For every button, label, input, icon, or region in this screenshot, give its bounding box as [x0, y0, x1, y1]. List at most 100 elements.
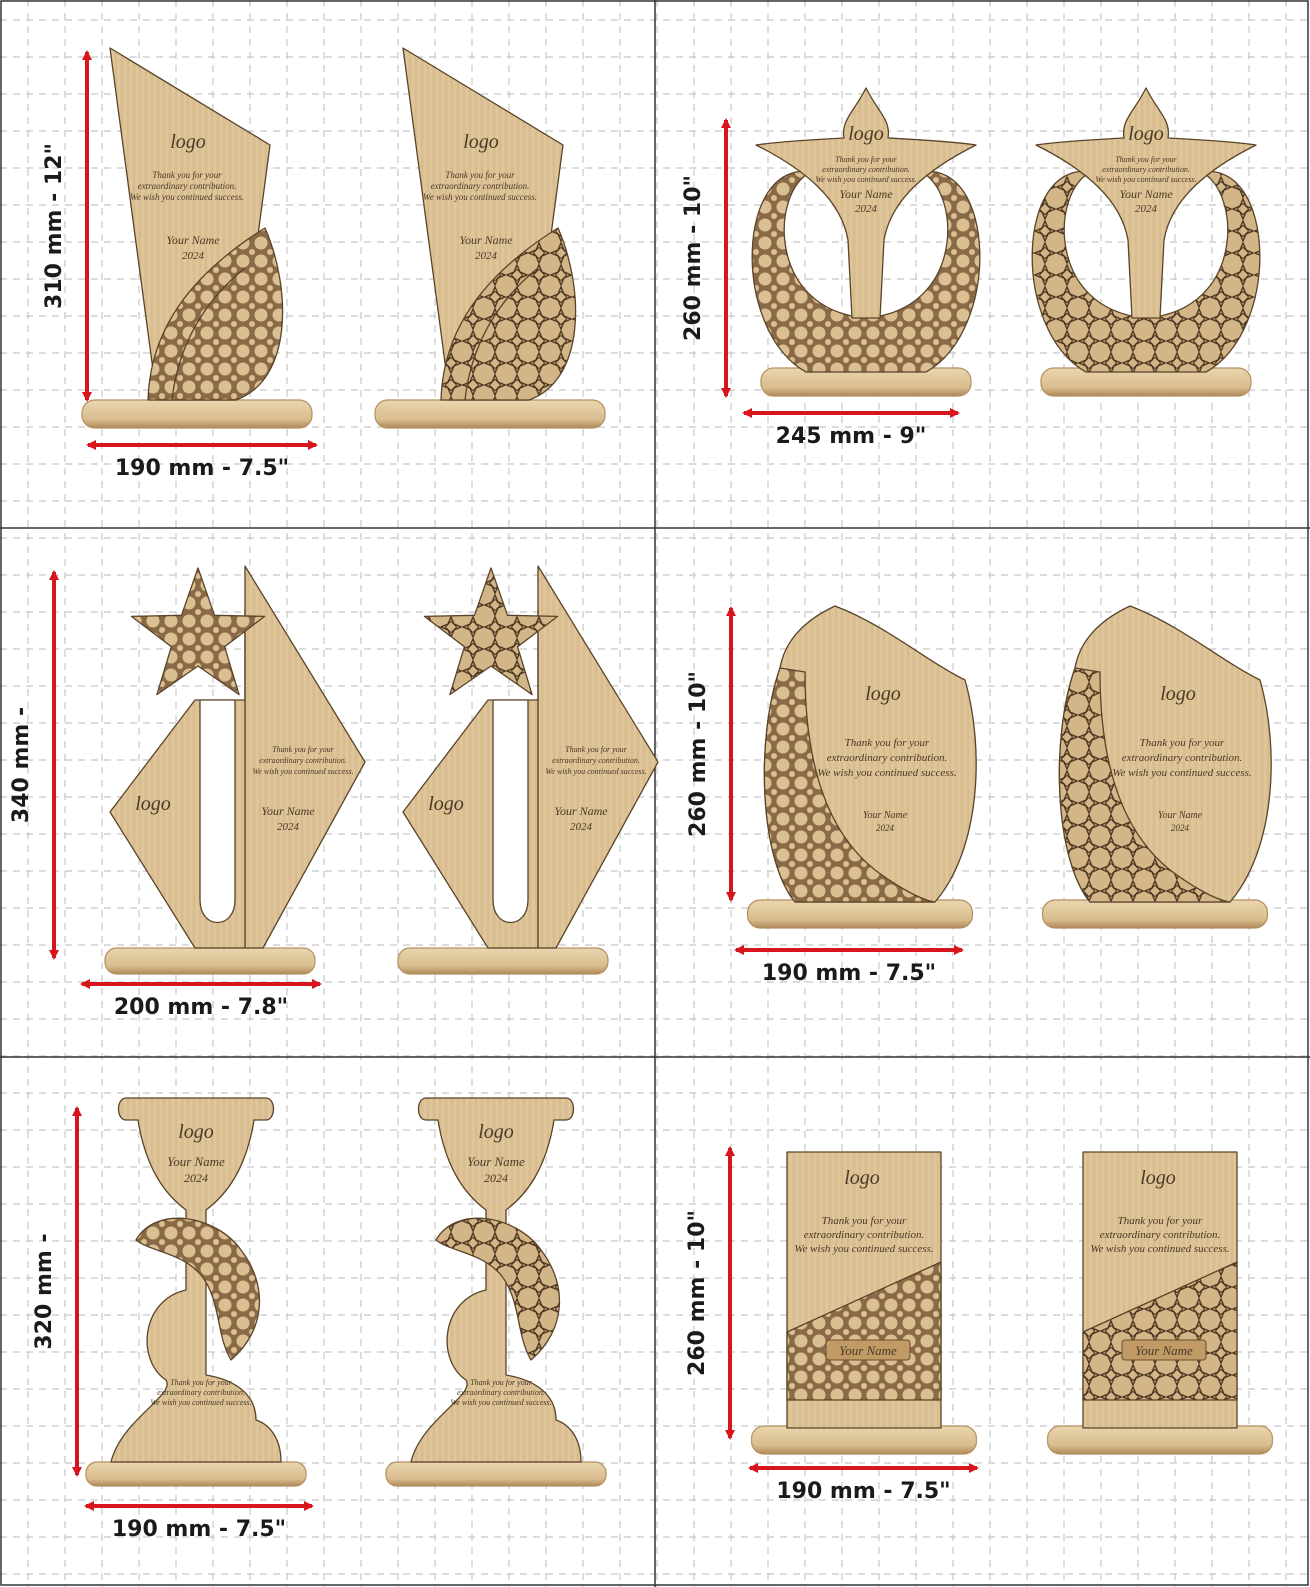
- thank-you-line: We wish you continued success.: [545, 767, 646, 776]
- plaque-logo: logo: [844, 1167, 880, 1189]
- plaque-logo: logo: [865, 683, 901, 705]
- width-label: 190 mm - 7.5": [762, 961, 936, 986]
- plaque-logo: logo: [1140, 1167, 1176, 1189]
- lattice-star: [423, 567, 559, 696]
- thank-you-line: extraordinary contribution.: [138, 181, 237, 191]
- width-label: 190 mm - 7.5": [115, 456, 289, 481]
- plaque-logo: logo: [848, 123, 884, 145]
- lattice-wedge: [1082, 1261, 1238, 1401]
- height-label: 260 mm - 10": [685, 1210, 710, 1376]
- thank-you-line: We wish you continued success.: [130, 192, 244, 202]
- thank-you-line: extraordinary contribution.: [827, 752, 948, 764]
- plaque-name: Your Name: [554, 804, 608, 818]
- height-label: 320 mm -: [32, 1233, 57, 1349]
- thank-you-line: We wish you continued success.: [817, 767, 956, 779]
- lattice-star: [130, 567, 266, 696]
- plaque-year: 2024: [1135, 203, 1158, 215]
- name-plate: [825, 1339, 911, 1361]
- plaque-name: Your Name: [839, 1343, 897, 1358]
- plaque-name: Your Name: [863, 810, 908, 821]
- thank-you-line: Thank you for your: [1118, 1215, 1203, 1227]
- plaque-year: 2024: [184, 1171, 208, 1185]
- thank-you-line: Thank you for your: [170, 1378, 232, 1387]
- plaque-logo: logo: [178, 1121, 214, 1143]
- thank-you-line: extraordinary contribution.: [1122, 752, 1243, 764]
- name-plate: [1121, 1339, 1207, 1361]
- thank-you-line: Thank you for your: [565, 745, 627, 754]
- width-label: 200 mm - 7.8": [114, 995, 288, 1020]
- trophy-base: [1041, 899, 1269, 929]
- trophy-base: [1046, 1425, 1274, 1455]
- width-label: 190 mm - 7.5": [112, 1517, 286, 1542]
- lattice-crescent: [763, 667, 936, 903]
- lattice-ribbon: [135, 1217, 261, 1361]
- plaque-name: Your Name: [261, 804, 315, 818]
- thank-you-line: extraordinary contribution.: [259, 756, 347, 765]
- thank-you-line: Thank you for your: [845, 737, 930, 749]
- plaque-year: 2024: [1171, 823, 1190, 833]
- plaque-logo: logo: [1160, 683, 1196, 705]
- thank-you-line: We wish you continued success.: [450, 1398, 551, 1407]
- slot-cutout: [492, 699, 529, 924]
- plaque-logo: logo: [428, 793, 464, 815]
- thank-you-line: extraordinary contribution.: [552, 756, 640, 765]
- thank-you-line: Thank you for your: [152, 170, 222, 180]
- thank-you-line: Thank you for your: [822, 1215, 907, 1227]
- thank-you-line: extraordinary contribution.: [431, 181, 530, 191]
- plaque-name: Your Name: [839, 187, 893, 201]
- lattice-ribbon: [435, 1217, 561, 1361]
- plaque-logo: logo: [135, 793, 171, 815]
- height-label: 260 mm - 10": [686, 671, 711, 837]
- plaque-year: 2024: [855, 203, 878, 215]
- plaque-tulip: [755, 87, 977, 319]
- trophy-base: [104, 947, 316, 975]
- thank-you-line: extraordinary contribution.: [457, 1388, 545, 1397]
- plaque-name: Your Name: [459, 233, 513, 247]
- lattice-swoosh: [171, 267, 246, 401]
- lattice-swoosh: [464, 267, 539, 401]
- plaque-name: Your Name: [1135, 1343, 1193, 1358]
- plaque-year: 2024: [876, 823, 895, 833]
- plaque-logo: logo: [1128, 123, 1164, 145]
- thank-you-line: Thank you for your: [272, 745, 334, 754]
- dimension-annotations: 310 mm - 12"190 mm - 7.5"260 mm - 10"245…: [9, 50, 979, 1542]
- lattice-wedge: [786, 1261, 942, 1401]
- thank-you-line: Thank you for your: [835, 155, 897, 164]
- thank-you-line: We wish you continued success.: [252, 767, 353, 776]
- thank-you-line: extraordinary contribution.: [1100, 1229, 1221, 1241]
- thank-you-line: Thank you for your: [1115, 155, 1177, 164]
- thank-you-line: We wish you continued success.: [1112, 767, 1251, 779]
- plaque-year: 2024: [277, 821, 300, 833]
- plaque-logo: logo: [170, 131, 206, 153]
- trophy-star: logo Thank you for your extraordinary cont…: [104, 565, 366, 975]
- thank-you-line: We wish you continued success.: [150, 1398, 251, 1407]
- thank-you-line: extraordinary contribution.: [1102, 165, 1190, 174]
- thank-you-line: We wish you continued success.: [1090, 1243, 1229, 1255]
- thank-you-line: extraordinary contribution.: [822, 165, 910, 174]
- plaque-cup: [110, 1097, 282, 1463]
- trophy-base: [750, 1425, 978, 1455]
- plaque-name: Your Name: [467, 1154, 525, 1169]
- thank-you-line: We wish you continued success.: [1095, 175, 1196, 184]
- thank-you-line: Thank you for your: [445, 170, 515, 180]
- thank-you-line: We wish you continued success.: [794, 1243, 933, 1255]
- plaque-name: Your Name: [1119, 187, 1173, 201]
- trophy-base: [385, 1461, 607, 1487]
- trophy-base: [746, 899, 974, 929]
- width-label: 190 mm - 7.5": [776, 1479, 950, 1504]
- thank-you-line: We wish you continued success.: [815, 175, 916, 184]
- plaque-logo: logo: [463, 131, 499, 153]
- lattice-ring: [751, 170, 981, 373]
- plaque-name: Your Name: [1158, 810, 1203, 821]
